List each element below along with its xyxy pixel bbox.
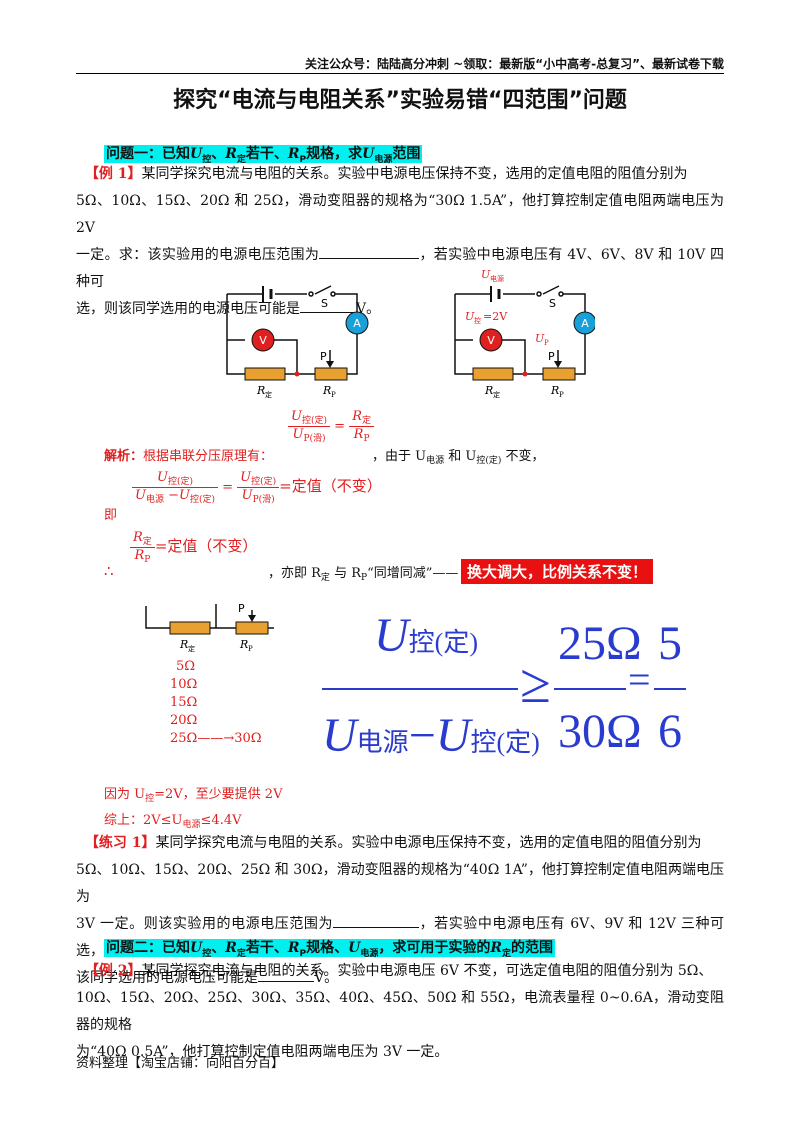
ammeter-icon-left xyxy=(345,311,369,335)
svg-text:U: U xyxy=(481,268,491,281)
svg-text:P: P xyxy=(544,339,549,347)
header-note: 关注公众号：陆陆高分冲刺 ~领取：最新版“小中高考-总复习”、最新试卷下载 xyxy=(305,57,724,71)
svg-text:定: 定 xyxy=(493,390,500,399)
therefore-symbol: ∴ xyxy=(104,562,114,580)
circuit-right xyxy=(454,285,586,375)
svg-text:A: A xyxy=(353,317,361,330)
svg-text:P: P xyxy=(331,391,336,399)
svg-text:U: U xyxy=(465,310,475,323)
answer-blank-voltage[interactable] xyxy=(300,299,356,313)
example-one: 【例 1】某同学探究电流与电阻的关系。实验中电源电压保持不变，选用的定值电阻的阻… xyxy=(76,166,724,317)
practice-blank-range[interactable] xyxy=(333,914,420,928)
header-divider xyxy=(76,73,724,74)
big-formula: U控(定) U电源−U控(定) ≥ 25Ω 30Ω = 5 6 xyxy=(322,608,692,790)
fixed-resistor-left xyxy=(244,367,286,381)
voltmeter-icon-left xyxy=(251,328,275,352)
same-trend-text: ，亦即 R定 与 RP“同增同减”—— xyxy=(268,566,459,583)
question-two-heading: 问题二：已知U控、R定若干、RP规格、U电源，求可用于实验的R定的范围 xyxy=(104,939,556,959)
svg-text:P: P xyxy=(320,350,327,363)
resistor-list: 5Ω 10Ω 15Ω 20Ω 25Ω——→30Ω xyxy=(170,659,262,746)
svg-text:R: R xyxy=(550,384,559,397)
conclusion: 因为 U控=2V，至少要提供 2V 综上：2V≤U电源≤4.4V xyxy=(104,787,283,830)
svg-text:V: V xyxy=(259,334,267,347)
question-one-heading: 问题一：已知U控、R定若干、RP规格，求U电源范围 xyxy=(104,145,423,165)
svg-text:A: A xyxy=(581,317,589,330)
svg-text:P: P xyxy=(548,350,555,363)
svg-text:=2V: =2V xyxy=(483,310,508,323)
svg-text:P: P xyxy=(559,391,564,399)
page-title: 探究“电流与电阻关系”实验易错“四范围”问题 xyxy=(173,88,627,113)
analysis-line-2: ，由于 U电源 和 U控(定) 不变， xyxy=(372,449,545,466)
practice-one: 【练习 1】某同学探究电流与电阻的关系。实验中电源电压保持不变，选用的定值电阻的… xyxy=(76,835,725,986)
svg-text:定: 定 xyxy=(265,390,272,399)
svg-text:定: 定 xyxy=(188,644,195,653)
svg-text:R: R xyxy=(484,384,493,397)
ji-label: 即 xyxy=(104,508,118,523)
circuit-left xyxy=(226,285,358,375)
footer-source: 资料整理【淘宝店铺：向阳百分百】 xyxy=(76,1056,285,1071)
svg-text:R: R xyxy=(179,638,188,651)
svg-text:R: R xyxy=(322,384,331,397)
rheostat-left xyxy=(314,367,348,381)
highlight-banner: 换大调大，比例关系不变！ xyxy=(461,559,654,584)
svg-text:S: S xyxy=(549,297,556,310)
circuit-diagrams: A V S P R 定 R P A V S P R 定 R P U 电源 U 控… xyxy=(226,268,595,399)
svg-text:P: P xyxy=(238,602,245,615)
voltmeter-icon-right xyxy=(479,328,503,352)
svg-text:V: V xyxy=(487,334,495,347)
answer-blank-range[interactable] xyxy=(319,245,420,259)
resistor-sketch: P R 定 R P xyxy=(145,602,274,653)
svg-text:U: U xyxy=(535,332,545,345)
svg-text:控: 控 xyxy=(474,316,481,325)
analysis-ratio-2: U控(定)U电源 −U控(定) = U控(定)UP(滑)=定值（不变） xyxy=(132,470,382,505)
svg-text:P: P xyxy=(248,645,253,653)
svg-text:R: R xyxy=(256,384,265,397)
rheostat-right xyxy=(542,367,576,381)
fixed-resistor-right xyxy=(472,367,514,381)
practice-blank-voltage[interactable] xyxy=(258,968,314,982)
ammeter-icon-right xyxy=(573,311,595,335)
svg-text:S: S xyxy=(321,297,328,310)
analysis-line: 解析：根据串联分压原理有： xyxy=(104,449,274,464)
svg-text:电源: 电源 xyxy=(490,274,504,283)
example-two: 【例 2】某同学探究电流与电阻的关系。实验中电源电压 6V 不变，可选定值电阻的… xyxy=(76,963,724,1060)
svg-text:R: R xyxy=(239,638,248,651)
